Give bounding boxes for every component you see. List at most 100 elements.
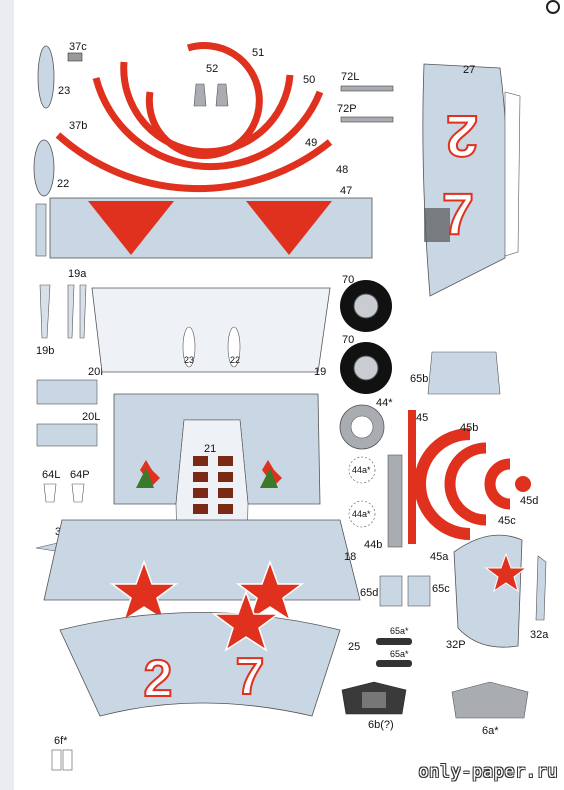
close-icon[interactable] [546, 0, 560, 14]
part-21-emblem-right [260, 460, 282, 488]
part-37c [67, 52, 83, 62]
label-44a-2: 44a* [352, 509, 371, 519]
label-6f: 6f* [54, 735, 68, 747]
label-51: 51 [252, 47, 264, 59]
part-27 [422, 63, 508, 297]
part-25-star [211, 589, 281, 652]
part-32P [453, 534, 523, 648]
label-45: 45 [416, 412, 428, 424]
part-18-star-right [235, 559, 305, 622]
part-45d [515, 476, 531, 492]
part-20L [36, 423, 98, 447]
label-22: 22 [57, 178, 69, 190]
part-45c [484, 458, 511, 510]
label-65a-1: 65a* [390, 626, 409, 636]
part-22 [33, 139, 55, 197]
label-64L: 64L [42, 469, 60, 481]
part-65a-2 [376, 660, 412, 667]
part-21-emblem-left [136, 460, 160, 488]
label-32P: 32P [446, 639, 466, 651]
label-32a: 32a [530, 629, 549, 641]
part-65b [427, 351, 501, 395]
number-2-marking: 2 [446, 103, 478, 168]
label-44b: 44b [364, 539, 382, 551]
part-65a-1 [376, 638, 412, 645]
label-20L: 20L [82, 411, 100, 423]
arc-group [55, 42, 333, 193]
part-18-star-left [109, 559, 179, 622]
label-49: 49 [305, 137, 317, 149]
label-45d: 45d [520, 495, 538, 507]
part-44b [387, 454, 403, 548]
label-65a-2: 65a* [390, 649, 409, 659]
part-52-left [193, 83, 207, 107]
label-37b: 37b [69, 120, 87, 132]
label-48: 48 [336, 164, 348, 176]
label-inner-23: 23 [184, 355, 194, 365]
label-6b: 6b(?) [368, 719, 394, 731]
part-45 [408, 410, 416, 544]
part-6f-left [51, 749, 62, 771]
label-64P: 64P [70, 469, 90, 481]
label-44a-1: 44a* [352, 465, 371, 475]
part-48 [55, 132, 333, 193]
part-44a-2 [348, 500, 376, 528]
label-45b: 45b [460, 422, 478, 434]
part-65d [379, 575, 403, 607]
part-6b-panel [362, 692, 386, 708]
label-23: 23 [58, 85, 70, 97]
label-19: 19 [314, 366, 326, 378]
part-18 [43, 519, 361, 601]
part-70-hub-bottom [353, 355, 379, 381]
label-25: 25 [348, 641, 360, 653]
label-70-top: 70 [342, 274, 354, 286]
label-27: 27 [463, 64, 475, 76]
label-65d: 65d [360, 587, 378, 599]
part-19a-right [67, 284, 75, 339]
part-19a-left [39, 284, 51, 339]
label-52: 52 [206, 63, 218, 75]
label-45a: 45a [430, 551, 449, 563]
part-64L [43, 483, 57, 503]
part-52-right [215, 83, 229, 107]
part-44a-1 [348, 456, 376, 484]
label-47: 47 [340, 185, 352, 197]
part-32a [535, 555, 547, 621]
label-45c: 45c [498, 515, 516, 527]
part-20P [36, 379, 98, 405]
part-72L [340, 85, 394, 92]
part-64P [71, 483, 85, 503]
background-page-edge [0, 0, 14, 790]
part-32P-star [484, 552, 528, 593]
part-50 [120, 61, 294, 156]
label-21: 21 [204, 443, 216, 455]
label-6a: 6a* [482, 725, 499, 737]
label-19a: 19a [68, 268, 87, 280]
part-72P [340, 116, 394, 123]
part-27-teeth [504, 91, 521, 257]
part-47-triangle-right [246, 201, 332, 255]
label-44star: 44* [376, 397, 393, 409]
part-25-number-2: 2 [144, 650, 173, 708]
label-70-bottom: 70 [342, 334, 354, 346]
part-70-hub-top [353, 293, 379, 319]
part-23 [37, 45, 55, 109]
part-6f-right [62, 749, 73, 771]
part-19-hole-22 [227, 326, 241, 368]
watermark: only-paper.ru [418, 762, 558, 782]
label-50: 50 [303, 74, 315, 86]
label-19b: 19b [36, 345, 54, 357]
part-19 [91, 287, 331, 373]
part-25-number-7: 7 [236, 648, 265, 706]
label-inner-22: 22 [230, 355, 240, 365]
label-65b: 65b [410, 373, 428, 385]
part-49 [92, 77, 324, 171]
part-25 [59, 612, 341, 717]
part-45b [444, 442, 487, 526]
part-65c [407, 575, 431, 607]
label-65c: 65c [432, 583, 450, 595]
part-45a [414, 428, 471, 540]
part-6a [451, 681, 529, 719]
part-27-panel [424, 208, 450, 242]
